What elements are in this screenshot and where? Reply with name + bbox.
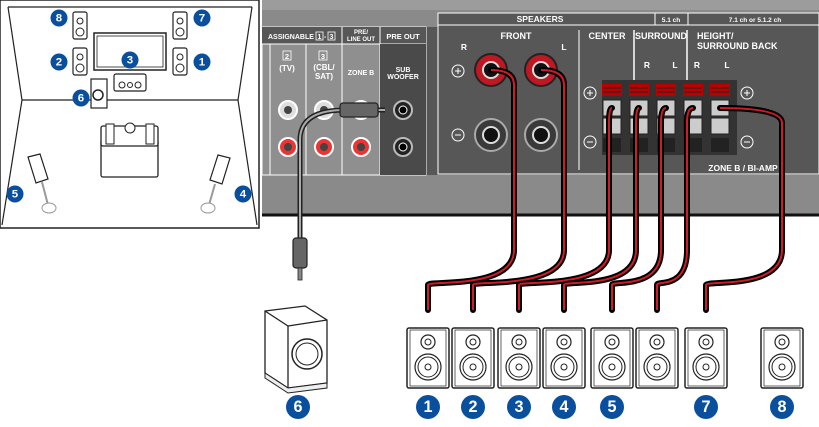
svg-text:-: -	[324, 34, 327, 41]
label-height-r: R	[694, 60, 700, 70]
room-badge: 6	[72, 89, 90, 107]
front-binding-posts	[474, 53, 558, 152]
room-badge: 3	[121, 51, 139, 69]
room-badge-number: 7	[199, 13, 205, 25]
speaker-badge: 5	[600, 395, 624, 419]
speaker-badge: 6	[286, 395, 310, 419]
speaker-badge-number: 3	[514, 398, 523, 416]
label-woofer: WOOFER	[387, 74, 419, 81]
label-center: CENTER	[588, 31, 626, 41]
label-pre-line-out-1: PRE/	[354, 30, 368, 36]
room-badge: 8	[50, 9, 68, 27]
room-badge: 4	[234, 185, 252, 203]
bookshelf-speaker	[590, 327, 634, 389]
polarity-markers	[451, 64, 754, 149]
room-speaker-4	[200, 154, 231, 214]
label-5-1ch: 5.1 ch	[662, 17, 680, 24]
room-speaker-8	[72, 11, 88, 40]
speaker-badge-number: 6	[293, 398, 302, 416]
bookshelf-speaker	[451, 327, 495, 389]
label-zone-b-biamp: ZONE B / BI-AMP	[708, 163, 778, 173]
label-zone-b: ZONE B	[348, 70, 374, 77]
label-speakers: SPEAKERS	[517, 14, 564, 24]
subwoofer-cable	[292, 102, 385, 281]
speaker-badge-number: 1	[423, 398, 432, 416]
bookshelf-speaker	[684, 327, 728, 389]
label-assignable-range-b: 3	[330, 34, 334, 41]
label-assignable: ASSIGNABLE	[268, 34, 314, 41]
rca-plug-bottom	[292, 237, 308, 269]
speaker-badge: 4	[552, 395, 576, 419]
label-height-1: HEIGHT/	[697, 31, 734, 41]
label-surround: SURROUND	[635, 31, 688, 41]
speaker-badges: 6 1 2 3 4 5 7 8	[286, 395, 794, 419]
room-badge: 1	[193, 53, 211, 71]
label-height-l: L	[724, 60, 729, 70]
room-badge-number: 2	[56, 57, 62, 69]
label-height-2: SURROUND BACK	[697, 41, 778, 51]
speaker-badge: 1	[416, 395, 440, 419]
push-terminal-minus[interactable]	[710, 117, 730, 135]
label-jack-3-a: (CBL/	[313, 63, 335, 72]
receiver-rear-panel: ASSIGNABLE 1 - 3 PRE/ LINE OUT PRE OUT 2…	[261, 0, 819, 217]
speaker-badge-number: 2	[468, 398, 477, 416]
room-badge-number: 5	[12, 189, 19, 201]
bookshelf-speaker	[760, 327, 804, 389]
label-pre-out: PRE OUT	[386, 32, 420, 41]
speaker-cables	[425, 67, 785, 313]
room-badge: 2	[50, 53, 68, 71]
label-assignable-range-a: 1	[318, 34, 322, 41]
speaker-badge-number: 8	[777, 398, 786, 416]
label-front-r: R	[461, 42, 467, 52]
room-badge-number: 1	[199, 57, 206, 69]
room-speaker-2	[72, 47, 88, 76]
room-badge: 7	[193, 9, 211, 27]
label-sub: SUB	[396, 67, 411, 74]
label-jack-3-num: 3	[321, 52, 325, 61]
room-badge-number: 3	[127, 55, 133, 67]
label-surround-r: R	[644, 60, 650, 70]
label-surround-l: L	[672, 60, 677, 70]
subwoofer-unit	[264, 305, 328, 394]
bookshelf-speaker	[542, 327, 586, 389]
room-speaker-1	[172, 47, 188, 76]
speaker-badge: 3	[507, 395, 531, 419]
room-badges: 8 7 3 2 1 6 5 4	[6, 9, 252, 203]
room-badge: 5	[6, 185, 24, 203]
speaker-badge-number: 7	[701, 398, 710, 416]
room-subwoofer-6	[90, 78, 108, 109]
room-layout: 8 7 3 2 1 6 5 4	[0, 0, 260, 229]
speaker-badge-number: 5	[607, 398, 616, 416]
rca-jacks	[278, 100, 413, 157]
speaker-badge: 8	[770, 395, 794, 419]
speaker-row	[406, 327, 804, 389]
label-front-l: L	[561, 42, 566, 52]
room-speaker-5	[27, 153, 57, 214]
bookshelf-speaker	[406, 327, 450, 389]
speaker-badge: 2	[461, 395, 485, 419]
room-speaker-3-center	[113, 73, 147, 92]
label-jack-2: (TV)	[279, 64, 295, 73]
room-badge-number: 6	[78, 93, 84, 105]
room-speaker-7	[172, 11, 188, 40]
bookshelf-speaker	[635, 327, 679, 389]
room-badge-number: 8	[56, 13, 63, 25]
label-front: FRONT	[501, 31, 532, 41]
label-jack-2-num: 2	[285, 52, 289, 61]
speaker-badge: 7	[694, 395, 718, 419]
push-terminal-block	[602, 80, 737, 155]
room-badge-number: 4	[240, 189, 247, 201]
speaker-badge-number: 4	[559, 398, 568, 416]
label-pre-line-out-2: LINE OUT	[347, 37, 375, 43]
rca-plug-top	[339, 102, 379, 118]
label-jack-3-b: SAT)	[315, 72, 333, 81]
label-7-1ch: 7.1 ch or 5.1.2 ch	[729, 17, 781, 24]
listener-sofa	[100, 122, 159, 178]
bookshelf-speaker	[497, 327, 541, 389]
